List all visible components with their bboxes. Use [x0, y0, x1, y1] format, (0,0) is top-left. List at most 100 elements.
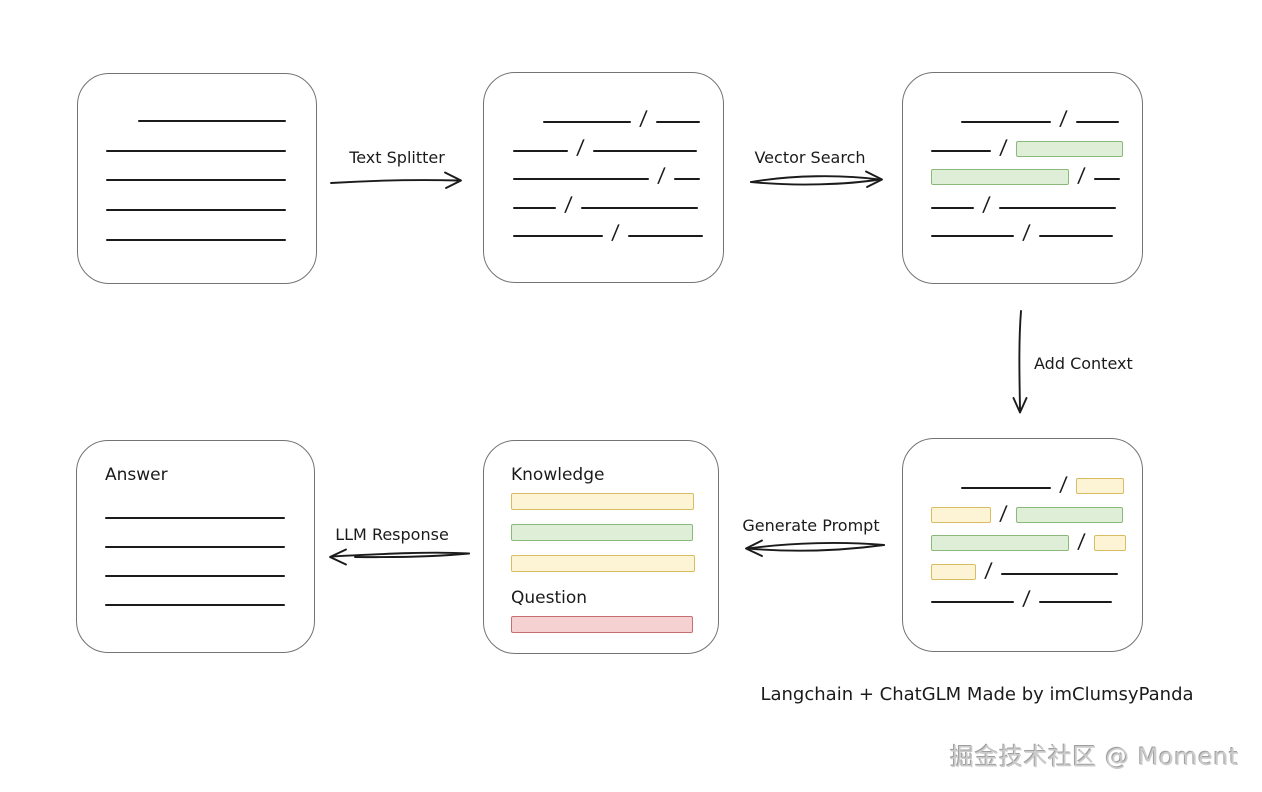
- arrow-head: [865, 170, 883, 188]
- source-document-node: [77, 73, 317, 284]
- text-line: [543, 121, 631, 124]
- slash-separator: /: [1076, 529, 1087, 554]
- highlight-yellow: [1075, 478, 1124, 495]
- arrow-shaft: [750, 178, 880, 186]
- text-line: [580, 206, 698, 209]
- chunk-row: /: [931, 522, 1142, 554]
- highlight-green: [1015, 506, 1123, 523]
- text-line: [931, 234, 1014, 237]
- slash-separator: /: [656, 163, 667, 188]
- arrow-shaft: [750, 175, 880, 183]
- arrow-shaft: [354, 552, 470, 559]
- llm-response-label: LLM Response: [335, 525, 449, 544]
- split-chunks-node: / / / / /: [483, 72, 724, 283]
- highlight-green: [1015, 140, 1123, 157]
- arrow-shaft: [1018, 310, 1022, 410]
- slash-separator: /: [1021, 219, 1032, 244]
- slash-separator: /: [563, 191, 574, 216]
- document-line: [138, 120, 286, 122]
- text-line: [931, 600, 1014, 603]
- answer-label: Answer: [105, 465, 168, 485]
- chunk-row: /: [513, 184, 723, 216]
- highlight-green: [931, 535, 1069, 552]
- chunk-row: /: [931, 156, 1142, 188]
- generate-prompt-arrow: [745, 539, 885, 557]
- add-context-arrow: [1012, 310, 1028, 414]
- arrow-shaft: [747, 544, 885, 552]
- slash-separator: /: [575, 134, 586, 159]
- add-context-label: Add Context: [1034, 354, 1133, 373]
- document-line: [106, 209, 286, 212]
- text-splitter-arrow: [330, 171, 462, 189]
- text-line: [1000, 572, 1118, 575]
- chunk-row: /: [931, 579, 1142, 610]
- text-line: [1038, 600, 1112, 603]
- text-line: [592, 149, 697, 152]
- chunk-row: /: [931, 465, 1142, 497]
- text-line: [513, 149, 568, 152]
- arrow-head: [745, 539, 763, 557]
- arrow-head: [444, 171, 462, 189]
- question-label: Question: [511, 588, 588, 608]
- text-line: [1093, 178, 1120, 181]
- chunk-row: /: [931, 493, 1142, 525]
- text-line: [931, 206, 974, 209]
- llm-response-arrow: [329, 548, 470, 566]
- arrow-shaft: [331, 551, 470, 558]
- slash-separator: /: [1058, 472, 1069, 497]
- prompt-node: Knowledge Question: [483, 440, 719, 654]
- document-line: [105, 604, 285, 606]
- slash-separator: /: [1058, 106, 1069, 131]
- slash-separator: /: [983, 557, 994, 582]
- community-watermark: 掘金技术社区 @ Moment: [950, 743, 1239, 771]
- chunk-row: /: [931, 184, 1142, 216]
- arrow-shaft: [747, 542, 885, 550]
- text-line: [931, 149, 991, 152]
- highlight-yellow: [1093, 535, 1126, 552]
- yellow-bar: [511, 555, 695, 572]
- answer-node: Answer: [76, 440, 315, 653]
- highlight-yellow: [931, 563, 976, 580]
- text-line: [655, 121, 700, 124]
- text-splitter-label: Text Splitter: [349, 148, 445, 167]
- arrow-head: [1012, 397, 1028, 414]
- document-line: [106, 238, 286, 241]
- text-line: [513, 178, 649, 181]
- slash-separator: /: [981, 191, 992, 216]
- knowledge-bars: [511, 493, 718, 572]
- text-line: [513, 234, 603, 237]
- document-line: [105, 575, 285, 577]
- context-node: / / / / /: [902, 438, 1143, 652]
- chunk-row: /: [513, 99, 723, 131]
- document-line: [105, 517, 285, 519]
- slash-separator: /: [1076, 163, 1087, 188]
- text-line: [513, 206, 556, 209]
- credit-caption: Langchain + ChatGLM Made by imClumsyPand…: [760, 684, 1194, 705]
- text-line: [1075, 121, 1119, 124]
- vector-matches-node: /////: [902, 72, 1143, 284]
- answer-lines: [105, 517, 314, 606]
- chunk-row: /: [931, 127, 1142, 159]
- question-bars: [511, 616, 718, 633]
- slash-separator: /: [1021, 585, 1032, 610]
- knowledge-label: Knowledge: [511, 465, 605, 485]
- text-line: [961, 121, 1051, 124]
- document-line: [106, 149, 286, 152]
- slash-separator: /: [610, 219, 621, 244]
- slash-separator: /: [638, 106, 649, 131]
- highlight-yellow: [931, 506, 991, 523]
- chunk-row: /: [931, 213, 1142, 244]
- document-line: [106, 179, 286, 182]
- green-bar: [511, 524, 693, 541]
- slash-separator: /: [998, 500, 1009, 525]
- arrow-shaft: [330, 179, 459, 184]
- chunk-row: /: [931, 99, 1142, 131]
- highlight-green: [931, 169, 1069, 186]
- vector-search-arrow: [750, 170, 883, 188]
- text-line: [961, 487, 1051, 490]
- red-bar: [511, 616, 693, 633]
- text-line: [627, 234, 703, 237]
- chunk-row: /: [931, 550, 1142, 582]
- chunk-row: /: [513, 213, 723, 244]
